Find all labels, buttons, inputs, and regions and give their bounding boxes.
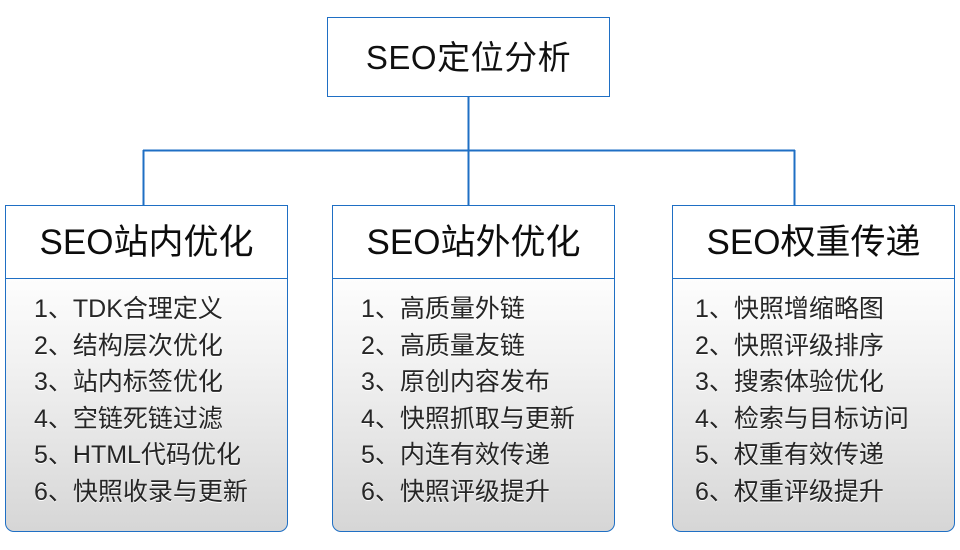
list-item: 5、HTML代码优化 (34, 441, 241, 470)
list-item: 2、高质量友链 (361, 331, 525, 360)
list-item: 1、TDK合理定义 (34, 295, 223, 324)
list-item: 5、内连有效传递 (361, 441, 550, 470)
list-item: 2、快照评级排序 (695, 331, 884, 360)
branch-header-2[interactable]: SEO站外优化 (332, 205, 615, 280)
branch-list-2: 1、高质量外链 2、高质量友链 3、原创内容发布 4、快照抓取与更新 5、内连有… (332, 278, 615, 533)
list-item: 3、原创内容发布 (361, 368, 550, 397)
branch-header-3[interactable]: SEO权重传递 (672, 205, 955, 280)
list-item: 1、高质量外链 (361, 295, 525, 324)
list-item: 4、检索与目标访问 (695, 404, 909, 433)
root-node[interactable]: SEO定位分析 (327, 17, 610, 97)
list-item: 2、结构层次优化 (34, 331, 223, 360)
branch-column-1: SEO站内优化 1、TDK合理定义 2、结构层次优化 3、站内标签优化 4、空链… (5, 205, 288, 533)
branch-header-1[interactable]: SEO站内优化 (5, 205, 288, 280)
list-item: 6、权重评级提升 (695, 477, 884, 506)
branch-header-label-1: SEO站内优化 (39, 223, 254, 262)
root-node-label: SEO定位分析 (365, 38, 572, 76)
list-item: 4、快照抓取与更新 (361, 404, 575, 433)
list-item: 5、权重有效传递 (695, 441, 884, 470)
list-item: 4、空链死链过滤 (34, 404, 223, 433)
list-item: 3、搜索体验优化 (695, 368, 884, 397)
list-item: 6、快照收录与更新 (34, 477, 248, 506)
branch-column-3: SEO权重传递 1、快照增缩略图 2、快照评级排序 3、搜索体验优化 4、检索与… (672, 205, 955, 533)
branch-list-3: 1、快照增缩略图 2、快照评级排序 3、搜索体验优化 4、检索与目标访问 5、权… (672, 278, 955, 533)
branch-column-2: SEO站外优化 1、高质量外链 2、高质量友链 3、原创内容发布 4、快照抓取与… (332, 205, 615, 533)
list-item: 1、快照增缩略图 (695, 295, 884, 324)
branch-list-1: 1、TDK合理定义 2、结构层次优化 3、站内标签优化 4、空链死链过滤 5、H… (5, 278, 288, 533)
branch-header-label-3: SEO权重传递 (706, 223, 921, 262)
branch-header-label-2: SEO站外优化 (366, 223, 581, 262)
list-item: 6、快照评级提升 (361, 477, 550, 506)
list-item: 3、站内标签优化 (34, 368, 223, 397)
